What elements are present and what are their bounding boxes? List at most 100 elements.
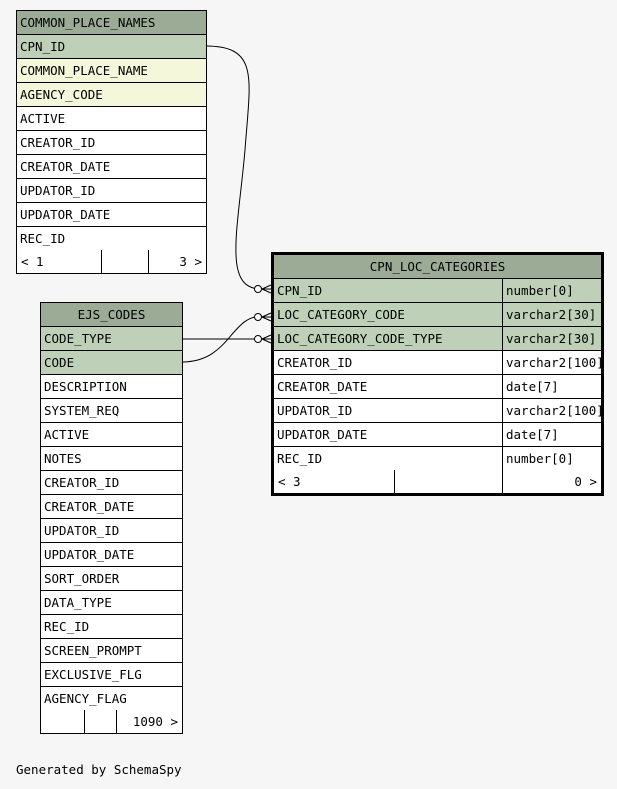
crowfoot-marker: [261, 312, 272, 322]
column-type: varchar2[30]: [502, 303, 601, 326]
column-name: REC_ID: [277, 451, 323, 466]
column-name: LOC_CATEGORY_CODE_TYPE: [277, 331, 443, 346]
column-name: DESCRIPTION: [44, 379, 127, 394]
column-row[interactable]: DESCRIPTION: [41, 375, 182, 399]
column-name: AGENCY_FLAG: [44, 691, 127, 706]
column-name: REC_ID: [20, 231, 66, 246]
column-row[interactable]: UPDATOR_ID varchar2[100]: [274, 399, 601, 423]
column-row[interactable]: NOTES: [41, 447, 182, 471]
column-row[interactable]: ACTIVE: [41, 423, 182, 447]
column-name: UPDATOR_DATE: [44, 547, 135, 562]
column-row[interactable]: CODE: [41, 351, 182, 375]
table-name: CPN_LOC_CATEGORIES: [369, 259, 506, 274]
column-name: CREATOR_ID: [44, 475, 120, 490]
column-name: SORT_ORDER: [44, 571, 120, 586]
cardinality-marker: [254, 313, 262, 321]
column-row[interactable]: CPN_ID number[0]: [274, 279, 601, 303]
column-row[interactable]: CPN_ID: [17, 35, 206, 59]
child-count[interactable]: 1090 >: [132, 714, 178, 729]
column-name: CODE: [44, 355, 75, 370]
column-row[interactable]: CREATOR_DATE: [17, 155, 206, 179]
column-row[interactable]: CREATOR_ID varchar2[100]: [274, 351, 601, 375]
column-name: SYSTEM_REQ: [44, 403, 120, 418]
column-row[interactable]: UPDATOR_ID: [17, 179, 206, 203]
column-row[interactable]: EXCLUSIVE_FLG: [41, 663, 182, 687]
table-footer: < 3 0 >: [274, 470, 601, 493]
column-row[interactable]: REC_ID: [17, 227, 206, 250]
child-count[interactable]: 0 >: [574, 474, 597, 489]
column-name: UPDATOR_ID: [20, 183, 96, 198]
column-name: CREATOR_ID: [20, 135, 96, 150]
column-row[interactable]: AGENCY_CODE: [17, 83, 206, 107]
column-row[interactable]: LOC_CATEGORY_CODE_TYPE varchar2[30]: [274, 327, 601, 351]
column-name: ACTIVE: [44, 427, 90, 442]
crowfoot-marker: [261, 284, 272, 294]
column-row[interactable]: CODE_TYPE: [41, 327, 182, 351]
table-ejs-codes[interactable]: EJS_CODES CODE_TYPE CODE DESCRIPTION SYSTEM…: [40, 302, 183, 734]
column-row[interactable]: COMMON_PLACE_NAME: [17, 59, 206, 83]
column-name: SCREEN_PROMPT: [44, 643, 142, 658]
column-row[interactable]: CREATOR_DATE date[7]: [274, 375, 601, 399]
column-name: UPDATOR_DATE: [277, 427, 368, 442]
column-type: date[7]: [502, 375, 601, 398]
column-type: varchar2[100]: [502, 351, 601, 374]
table-title[interactable]: EJS_CODES: [41, 303, 182, 327]
column-row[interactable]: CREATOR_DATE: [41, 495, 182, 519]
cardinality-marker: [254, 285, 262, 293]
column-type: varchar2[100]: [502, 399, 601, 422]
column-type: number[0]: [502, 279, 601, 302]
column-row[interactable]: CREATOR_ID: [17, 131, 206, 155]
table-name: EJS_CODES: [77, 307, 146, 322]
column-name: CREATOR_ID: [277, 355, 353, 370]
column-row[interactable]: REC_ID: [41, 615, 182, 639]
column-row[interactable]: SCREEN_PROMPT: [41, 639, 182, 663]
column-name: DATA_TYPE: [44, 595, 112, 610]
column-row[interactable]: UPDATOR_ID: [41, 519, 182, 543]
parent-count[interactable]: [41, 710, 85, 733]
parent-count[interactable]: < 1: [17, 250, 102, 273]
column-name: CREATOR_DATE: [277, 379, 368, 394]
column-name: REC_ID: [44, 619, 90, 634]
column-name: CPN_ID: [20, 39, 66, 54]
column-name: EXCLUSIVE_FLG: [44, 667, 142, 682]
parent-count[interactable]: < 3: [274, 470, 395, 493]
column-type: date[7]: [502, 423, 601, 446]
column-name: NOTES: [44, 451, 82, 466]
column-name: ACTIVE: [20, 111, 66, 126]
column-name: AGENCY_CODE: [20, 87, 103, 102]
column-name: CPN_ID: [277, 283, 323, 298]
column-name: UPDATOR_ID: [277, 403, 353, 418]
table-footer: 1090 >: [41, 710, 182, 733]
column-row[interactable]: SYSTEM_REQ: [41, 399, 182, 423]
column-row[interactable]: UPDATOR_DATE date[7]: [274, 423, 601, 447]
column-name: UPDATOR_DATE: [20, 207, 111, 222]
column-type: varchar2[30]: [502, 327, 601, 350]
generated-by-caption: Generated by SchemaSpy: [16, 762, 182, 777]
table-title[interactable]: CPN_LOC_CATEGORIES: [274, 255, 601, 279]
column-name: COMMON_PLACE_NAME: [20, 63, 148, 78]
footer-spacer: [102, 250, 149, 273]
footer-spacer: [395, 470, 503, 493]
column-name: CREATOR_DATE: [20, 159, 111, 174]
column-row[interactable]: SORT_ORDER: [41, 567, 182, 591]
column-row[interactable]: UPDATOR_DATE: [41, 543, 182, 567]
table-title[interactable]: COMMON_PLACE_NAMES: [17, 11, 206, 35]
column-row[interactable]: UPDATOR_DATE: [17, 203, 206, 227]
column-row[interactable]: LOC_CATEGORY_CODE varchar2[30]: [274, 303, 601, 327]
column-row[interactable]: ACTIVE: [17, 107, 206, 131]
cardinality-marker: [254, 335, 262, 343]
column-type: number[0]: [502, 447, 601, 470]
table-footer: < 1 3 >: [17, 250, 206, 273]
relationship-line-cpn-id: [205, 45, 263, 290]
column-row[interactable]: REC_ID number[0]: [274, 447, 601, 470]
column-row[interactable]: AGENCY_FLAG: [41, 687, 182, 710]
column-row[interactable]: DATA_TYPE: [41, 591, 182, 615]
column-name: CREATOR_DATE: [44, 499, 135, 514]
child-count[interactable]: 3 >: [179, 254, 202, 269]
column-name: UPDATOR_ID: [44, 523, 120, 538]
column-name: LOC_CATEGORY_CODE: [277, 307, 405, 322]
table-common-place-names[interactable]: COMMON_PLACE_NAMES CPN_ID COMMON_PLACE_NA…: [16, 10, 207, 274]
column-row[interactable]: CREATOR_ID: [41, 471, 182, 495]
